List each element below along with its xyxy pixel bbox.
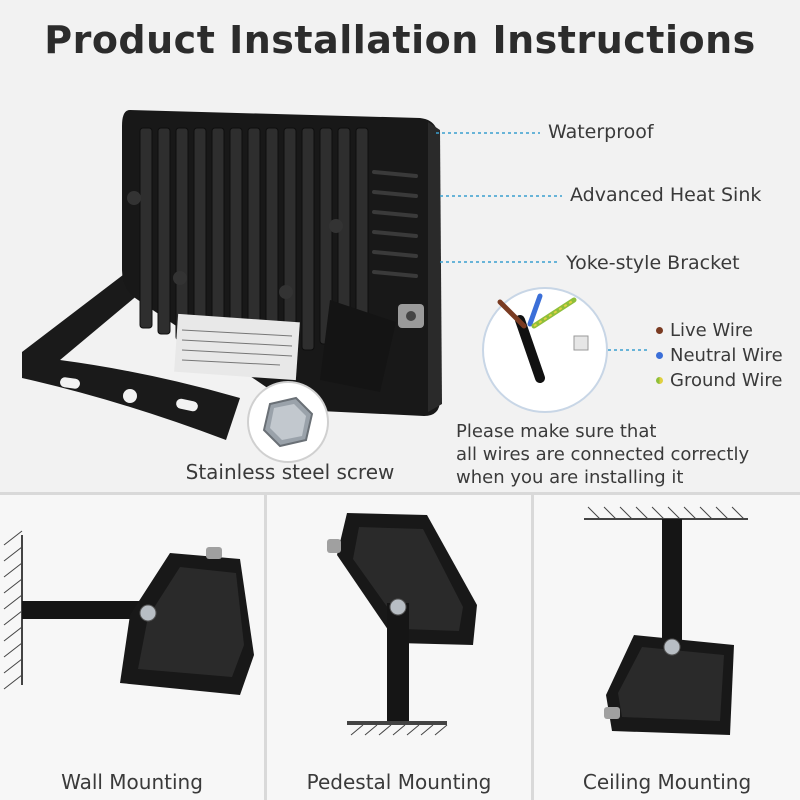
callout-lines — [436, 132, 650, 351]
heat-sink-callout: Advanced Heat Sink — [570, 184, 762, 206]
wire-legend-item-ground: Ground Wire — [656, 368, 783, 393]
pedestal-mounting-label: Pedestal Mounting — [306, 770, 492, 794]
wire-legend: Live Wire Neutral Wire Ground Wire — [656, 318, 783, 393]
rating-label-graphic — [174, 313, 300, 381]
panel-divider — [264, 495, 267, 800]
floodlight-housing-graphic — [122, 110, 442, 416]
waterproof-callout: Waterproof — [548, 121, 654, 143]
page-title: Product Installation Instructions — [44, 18, 756, 62]
live-wire-dot-icon — [656, 327, 663, 334]
ceiling-mounting-panel: Ceiling Mounting — [534, 495, 800, 800]
note-line: Please make sure that — [456, 421, 657, 442]
note-line: all wires are connected correctly — [456, 444, 750, 465]
ceiling-mounting-illustration — [584, 506, 748, 735]
wall-mounting-label: Wall Mounting — [61, 770, 203, 794]
wire-legend-item-live: Live Wire — [656, 318, 783, 343]
wire-label: Neutral Wire — [670, 345, 783, 366]
wall-mounting-illustration — [3, 530, 254, 695]
wiring-note: Please make sure that all wires are conn… — [456, 420, 796, 489]
wire-label: Ground Wire — [670, 370, 783, 391]
wall-mounting-panel: Wall Mounting — [0, 495, 264, 800]
yoke-bracket-graphic — [22, 262, 240, 440]
stainless-steel-screw-graphic — [247, 381, 329, 463]
section-divider — [0, 492, 800, 495]
wire-label: Live Wire — [670, 320, 753, 341]
wire-legend-item-neutral: Neutral Wire — [656, 343, 783, 368]
cable-gland-graphic — [398, 304, 424, 328]
screw-callout: Stainless steel screw — [185, 460, 395, 484]
ceiling-mounting-label: Ceiling Mounting — [582, 770, 752, 794]
floodlight-rear-illustration — [22, 110, 650, 463]
wire-diagram-graphic — [482, 287, 608, 413]
note-line: when you are installing it — [456, 467, 684, 488]
ground-wire-dot-icon — [656, 377, 663, 384]
panel-divider — [531, 495, 534, 800]
bracket-callout: Yoke-style Bracket — [566, 252, 740, 274]
neutral-wire-dot-icon — [656, 352, 663, 359]
pedestal-mounting-illustration — [327, 513, 477, 736]
pedestal-mounting-panel: Pedestal Mounting — [267, 495, 531, 800]
